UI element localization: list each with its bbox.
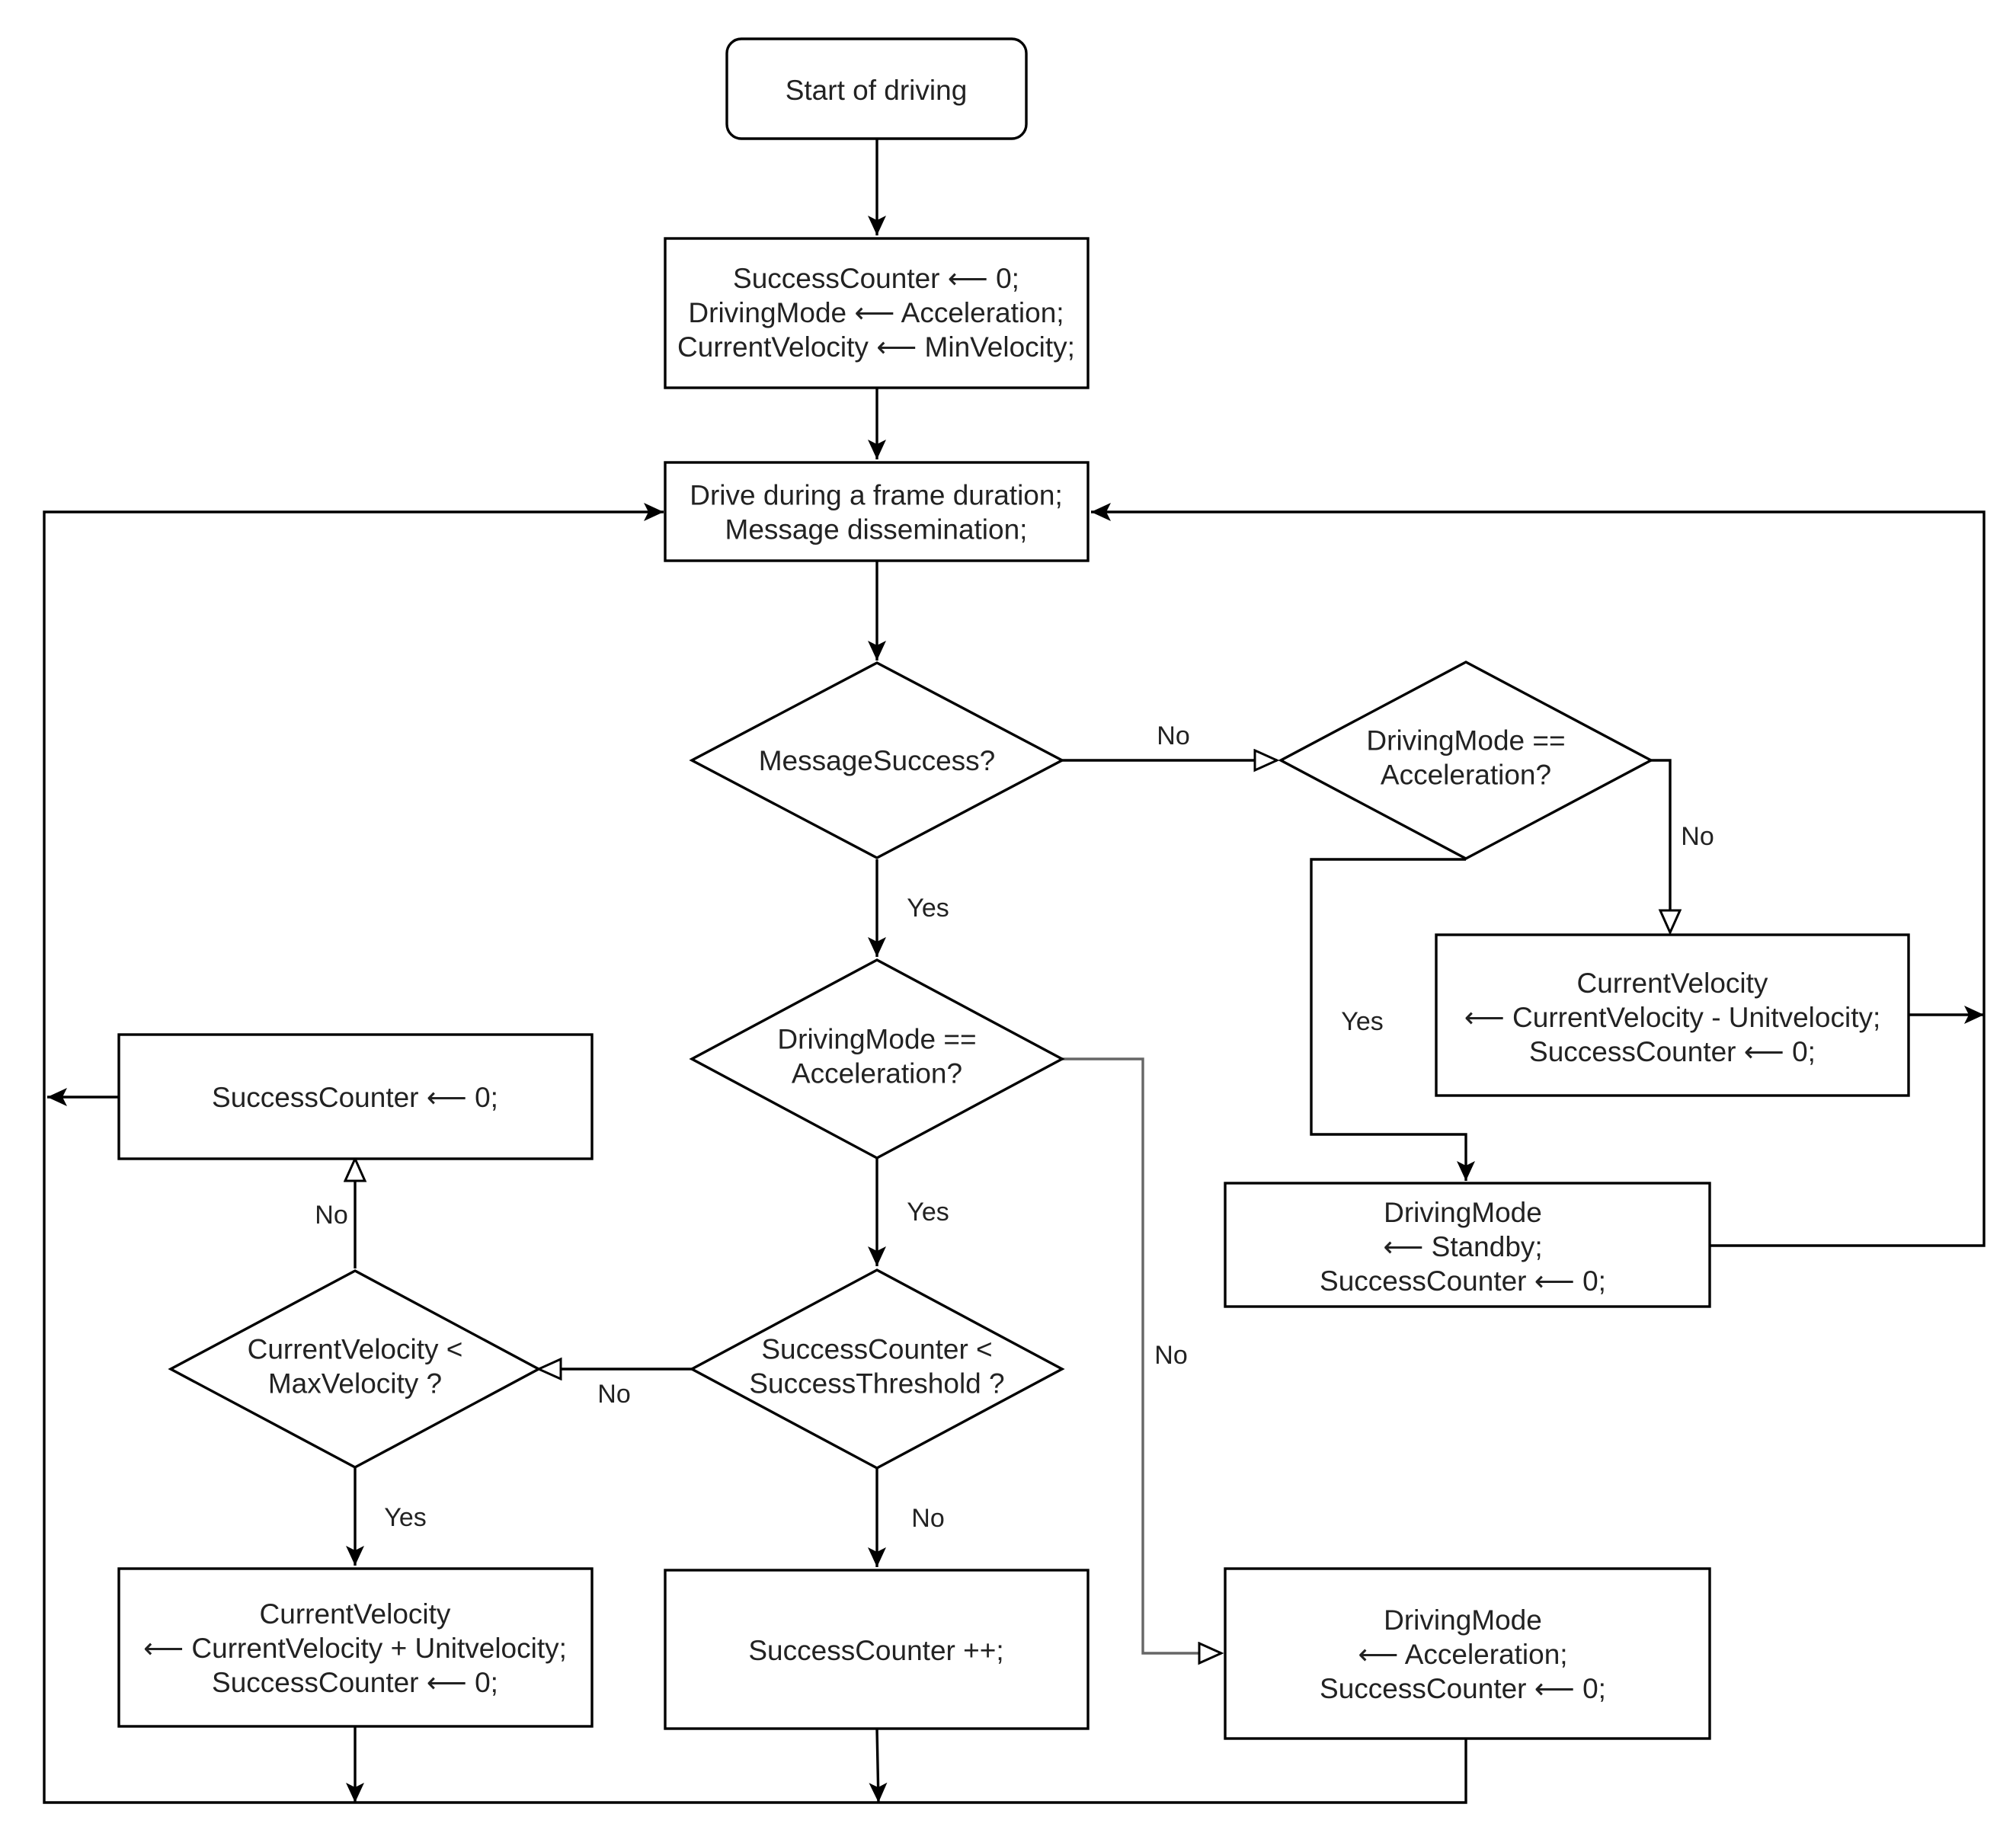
node-message-success: MessageSuccess? (689, 661, 1065, 859)
edge-mode-top-yes (1310, 858, 1475, 1181)
node-text-line: CurrentVelocity < (248, 1334, 463, 1365)
node-text-line: SuccessCounter ⟵ 0; (1529, 1036, 1816, 1067)
node-text-line: SuccessThreshold ? (749, 1368, 1004, 1400)
node-text-line: CurrentVelocity (1577, 968, 1768, 999)
node-text-line: SuccessCounter ⟵ 0; (1320, 1265, 1606, 1297)
node-text-line: DrivingMode (1384, 1197, 1542, 1228)
node-set-acceleration: DrivingMode⟵ Acceleration;SuccessCounter… (1224, 1567, 1711, 1740)
node-drive: Drive during a frame duration;Message di… (664, 461, 1090, 562)
label-threshold-no-left: No (597, 1380, 630, 1409)
node-text-line: CurrentVelocity ⟵ MinVelocity; (677, 331, 1075, 363)
node-set-acceleration-text: DrivingMode⟵ Acceleration;SuccessCounter… (1320, 1604, 1606, 1704)
node-increase-velocity: CurrentVelocity⟵ CurrentVelocity + Unitv… (117, 1567, 594, 1728)
node-text-line: DrivingMode == (1366, 725, 1565, 757)
label-velocity-yes: Yes (384, 1503, 426, 1532)
node-increment-counter: SuccessCounter ++; (664, 1569, 1090, 1730)
node-text-line: SuccessCounter < (761, 1334, 992, 1365)
label-mode-mid-no: No (1154, 1341, 1187, 1370)
edge-bottom-loop-back (43, 503, 1467, 1804)
node-start: Start of driving (725, 37, 1028, 140)
connectors (43, 139, 1986, 1804)
node-mode-check-top-text: DrivingMode ==Acceleration? (1366, 725, 1565, 791)
node-set-standby-text: DrivingMode⟵ Standby;SuccessCounter ⟵ 0; (1320, 1197, 1606, 1297)
node-text-line: ⟵ CurrentVelocity - Unitvelocity; (1464, 1002, 1881, 1033)
node-text-line: SuccessCounter ⟵ 0; (212, 1082, 498, 1113)
edge-standby-loop-back (1091, 503, 1986, 1247)
node-velocity-check: CurrentVelocity <MaxVelocity ? (168, 1269, 542, 1469)
label-message-success-yes: Yes (907, 894, 949, 923)
node-increment-counter-text: SuccessCounter ++; (748, 1635, 1003, 1666)
edge-labels: No Yes No Yes Yes No No No No Yes (315, 721, 1714, 1533)
node-decrease-velocity-text: CurrentVelocity⟵ CurrentVelocity - Unitv… (1464, 968, 1881, 1067)
label-mode-top-no: No (1681, 822, 1714, 851)
node-text-line: DrivingMode (1384, 1604, 1542, 1636)
node-init: SuccessCounter ⟵ 0;DrivingMode ⟵ Acceler… (664, 237, 1090, 389)
label-message-success-no: No (1157, 721, 1189, 750)
node-text-line: Start of driving (786, 75, 968, 106)
node-reset-counter-text: SuccessCounter ⟵ 0; (212, 1082, 498, 1113)
node-reset-counter: SuccessCounter ⟵ 0; (117, 1033, 594, 1160)
label-mode-top-yes: Yes (1341, 1007, 1383, 1036)
node-text-line: MaxVelocity ? (268, 1368, 442, 1400)
node-text-line: SuccessCounter ⟵ 0; (1320, 1673, 1606, 1704)
node-threshold-check-text: SuccessCounter <SuccessThreshold ? (749, 1334, 1004, 1400)
edge-increment-to-bottom-line (869, 1728, 888, 1803)
node-mode-check-top: DrivingMode ==Acceleration? (1278, 661, 1654, 860)
node-text-line: MessageSuccess? (759, 745, 996, 776)
node-set-standby: DrivingMode⟵ Standby;SuccessCounter ⟵ 0; (1224, 1182, 1711, 1308)
node-drive-text: Drive during a frame duration;Message di… (690, 480, 1062, 545)
label-mode-mid-yes: Yes (907, 1198, 949, 1227)
node-text-line: Message dissemination; (725, 514, 1028, 545)
node-text-line: Acceleration? (1381, 760, 1551, 791)
edge-mode-top-no (1651, 759, 1670, 932)
node-mode-check-mid-text: DrivingMode ==Acceleration? (777, 1024, 976, 1089)
node-message-success-text: MessageSuccess? (759, 745, 996, 776)
node-threshold-check: SuccessCounter <SuccessThreshold ? (689, 1268, 1065, 1470)
node-init-text: SuccessCounter ⟵ 0;DrivingMode ⟵ Acceler… (677, 263, 1075, 363)
node-text-line: CurrentVelocity (260, 1598, 451, 1630)
node-text-line: SuccessCounter ⟵ 0; (733, 263, 1019, 294)
node-text-line: Acceleration? (792, 1058, 962, 1089)
node-increase-velocity-text: CurrentVelocity⟵ CurrentVelocity + Unitv… (143, 1598, 567, 1698)
node-start-text: Start of driving (786, 75, 968, 106)
edge-mode-mid-no (1062, 1057, 1221, 1653)
label-velocity-no: No (315, 1201, 347, 1230)
node-text-line: DrivingMode ⟵ Acceleration; (688, 297, 1064, 328)
node-text-line: Drive during a frame duration; (690, 480, 1062, 511)
node-text-line: ⟵ CurrentVelocity + Unitvelocity; (143, 1633, 567, 1664)
node-text-line: DrivingMode == (777, 1024, 976, 1055)
node-decrease-velocity: CurrentVelocity⟵ CurrentVelocity - Unitv… (1435, 933, 1910, 1097)
node-text-line: SuccessCounter ⟵ 0; (212, 1667, 498, 1698)
label-threshold-no-down: No (911, 1504, 944, 1533)
node-mode-check-mid: DrivingMode ==Acceleration? (689, 958, 1065, 1160)
node-text-line: ⟵ Standby; (1383, 1231, 1542, 1262)
node-velocity-check-text: CurrentVelocity <MaxVelocity ? (248, 1334, 463, 1400)
node-text-line: SuccessCounter ++; (748, 1635, 1003, 1666)
node-text-line: ⟵ Acceleration; (1358, 1639, 1567, 1670)
